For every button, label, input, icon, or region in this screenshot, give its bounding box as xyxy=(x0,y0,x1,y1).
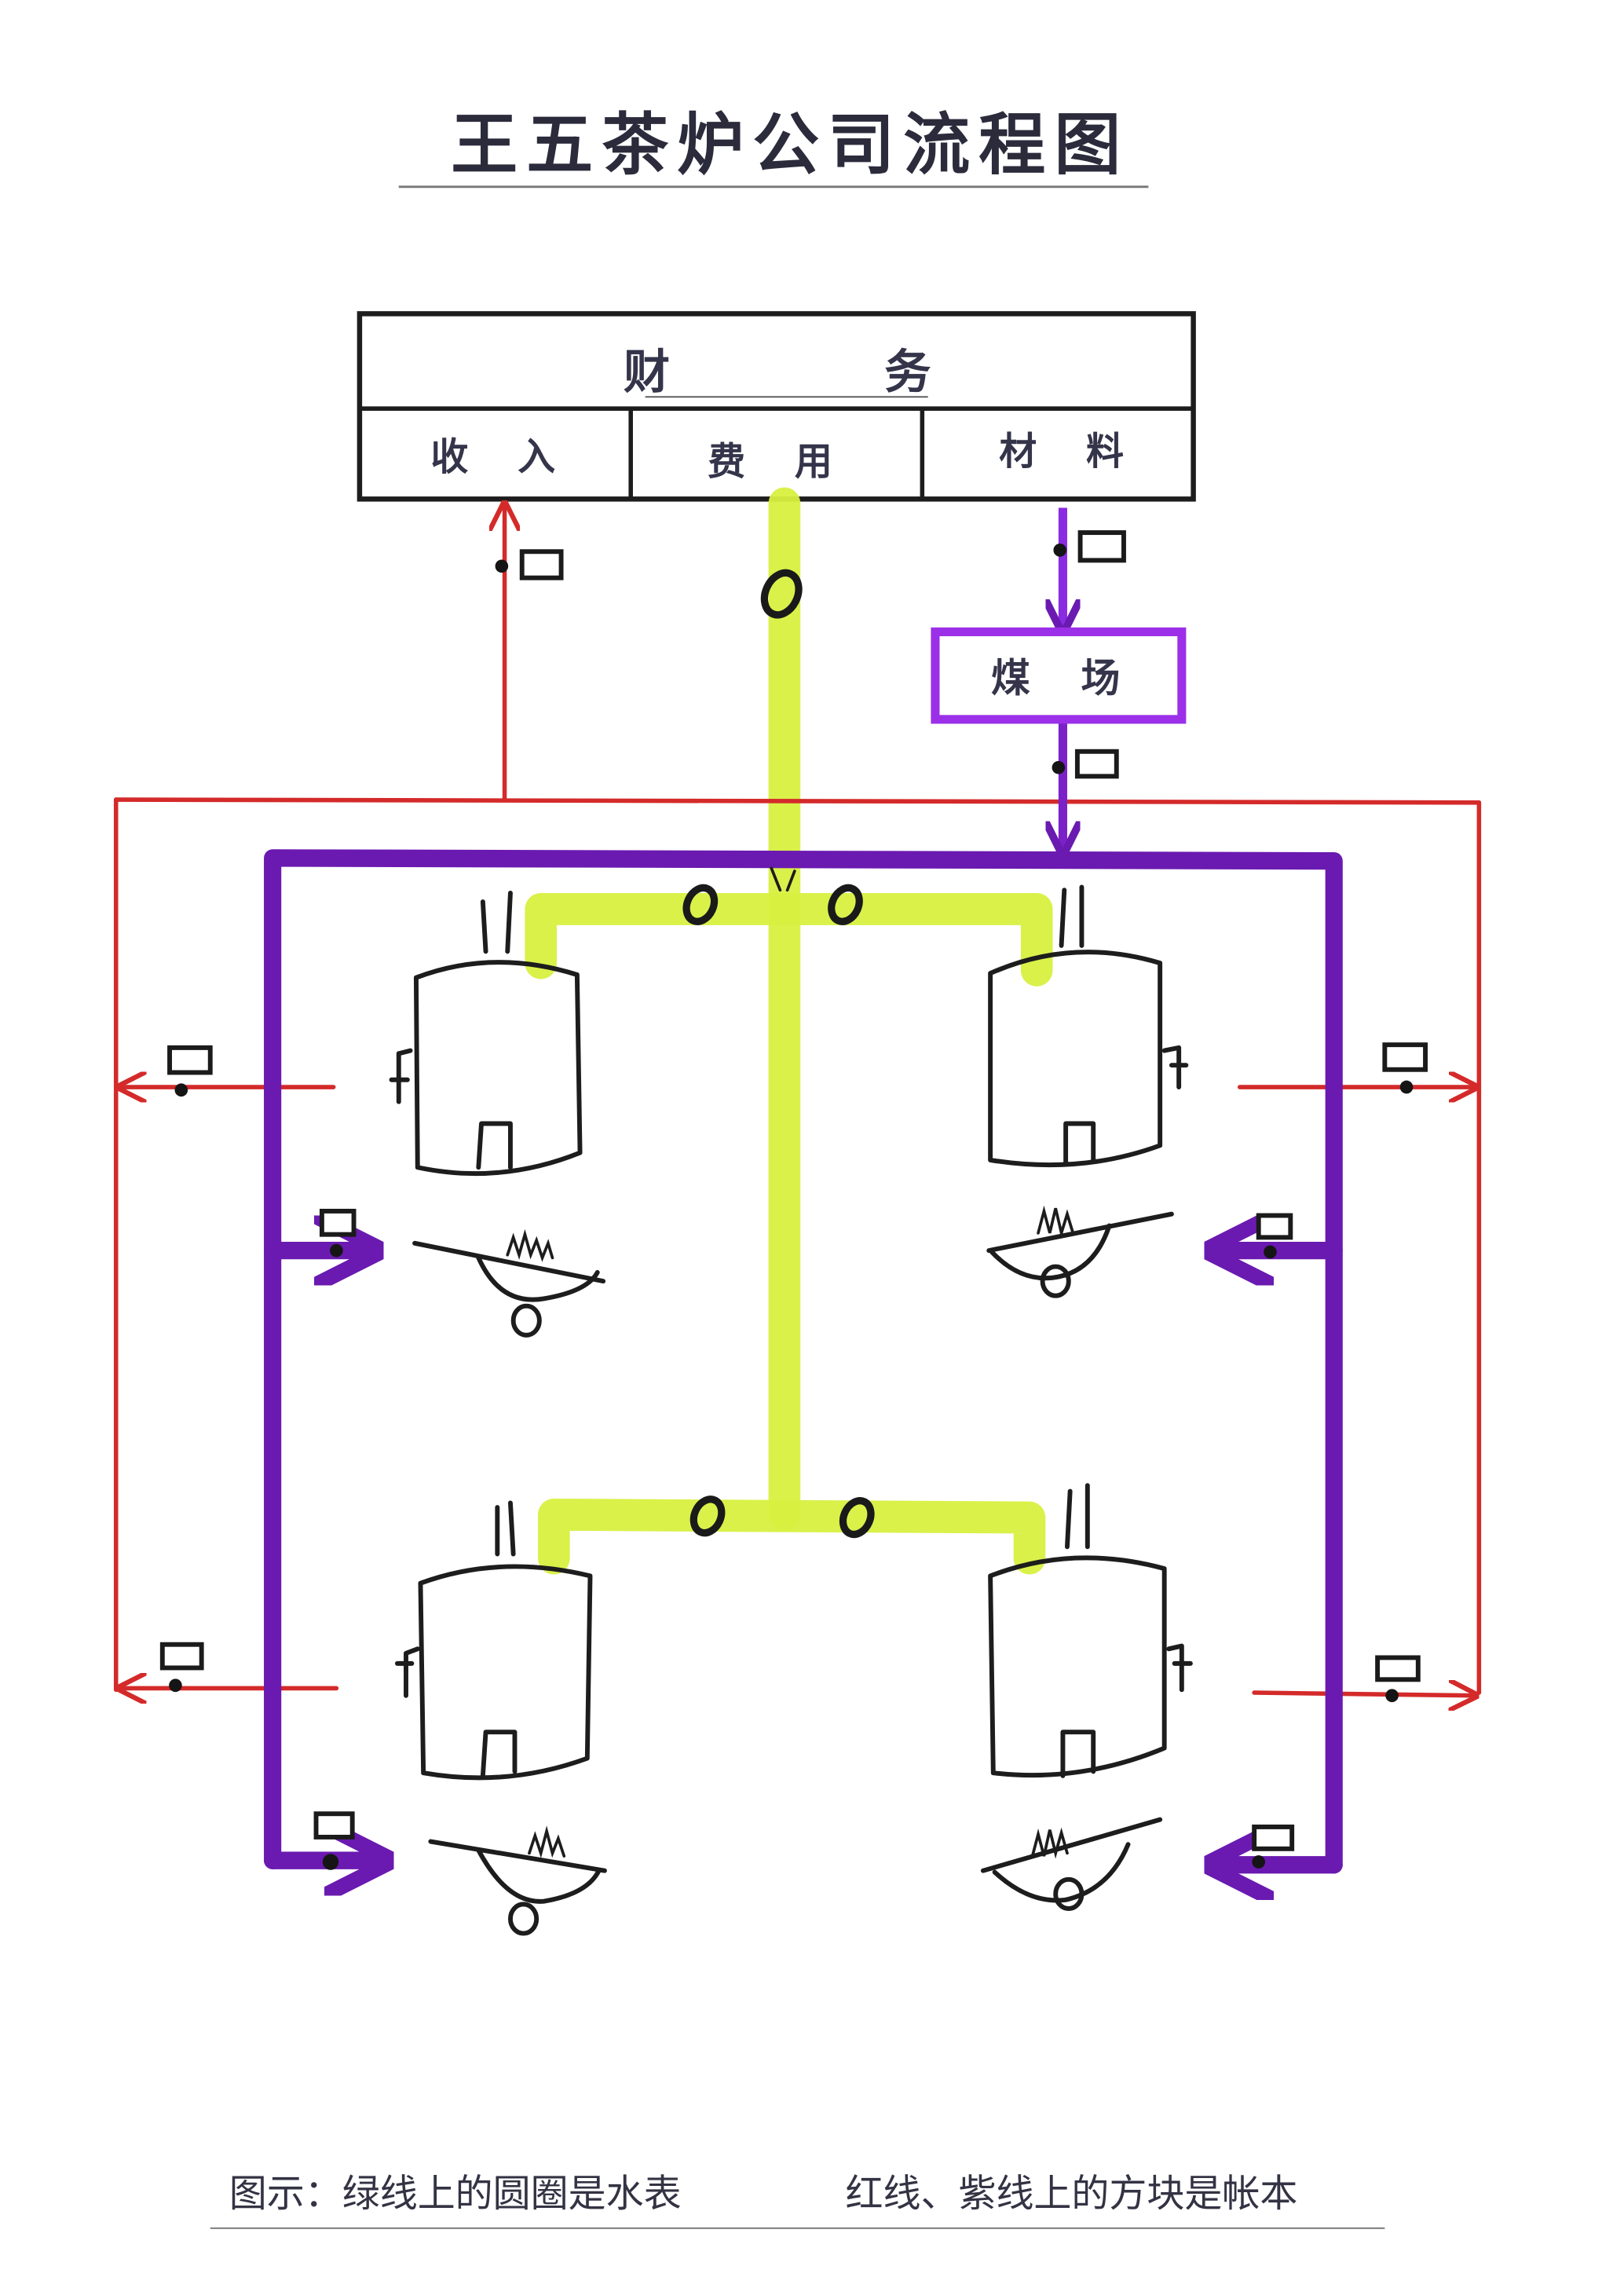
water-meter-top-right xyxy=(828,884,863,925)
legend-ledger: 红线、紫线上的方块是帐本 xyxy=(845,2172,1297,2216)
water-meter-top-left xyxy=(682,884,719,925)
ledger-purple-top-right xyxy=(1256,1213,1293,1259)
ledger-red-top-left xyxy=(167,1045,213,1097)
finance-column-materials: 材 料 xyxy=(999,430,1129,474)
ledger-income xyxy=(495,549,564,580)
legend-water-meter: 图示：绿线上的圆圈是水表 xyxy=(229,2172,682,2216)
ledger-group xyxy=(159,530,1428,1870)
finance-box: 财 务 收 入 费 用 材 料 xyxy=(357,311,1196,502)
stove-bottom-left xyxy=(428,1825,607,1936)
tea-boiler-bottom-right xyxy=(988,1483,1193,1778)
ledger-red-bottom-right xyxy=(1375,1655,1421,1703)
ledger-red-bottom-left xyxy=(159,1642,204,1693)
water-meter-bottom-left xyxy=(689,1495,726,1537)
coal-yard-label: 煤 场 xyxy=(991,654,1126,701)
ledger-coal-yard xyxy=(1052,749,1119,779)
stove-top-right xyxy=(986,1205,1174,1298)
page-title: 王五茶炉公司流程图 xyxy=(451,105,1129,184)
tea-boiler-top-left xyxy=(389,890,583,1177)
coal-yard-box: 煤 场 xyxy=(931,627,1187,724)
ledger-purple-bottom-left xyxy=(313,1811,355,1870)
stove-bottom-right xyxy=(980,1817,1163,1911)
water-line-network xyxy=(525,487,1053,1575)
water-meter-main xyxy=(760,569,803,619)
finance-column-expense: 费 用 xyxy=(708,440,838,484)
legend: 图示：绿线上的圆圈是水表 红线、紫线上的方块是帐本 xyxy=(210,2172,1385,2229)
ledger-purple-top-left xyxy=(319,1208,357,1257)
ledger-red-top-right xyxy=(1382,1042,1428,1094)
ledger-materials xyxy=(1053,530,1126,563)
tea-boiler-top-right xyxy=(988,884,1189,1168)
finance-title: 财 务 xyxy=(624,344,937,399)
junction-tick xyxy=(770,866,796,892)
tea-boiler-bottom-left xyxy=(394,1500,593,1781)
stove-top-left xyxy=(412,1228,606,1338)
finance-column-income: 收 入 xyxy=(430,435,561,479)
revenue-line-network xyxy=(113,503,1482,1696)
water-meter-group xyxy=(682,569,875,1539)
water-meter-bottom-right xyxy=(839,1497,875,1539)
ledger-purple-bottom-right xyxy=(1252,1824,1295,1869)
